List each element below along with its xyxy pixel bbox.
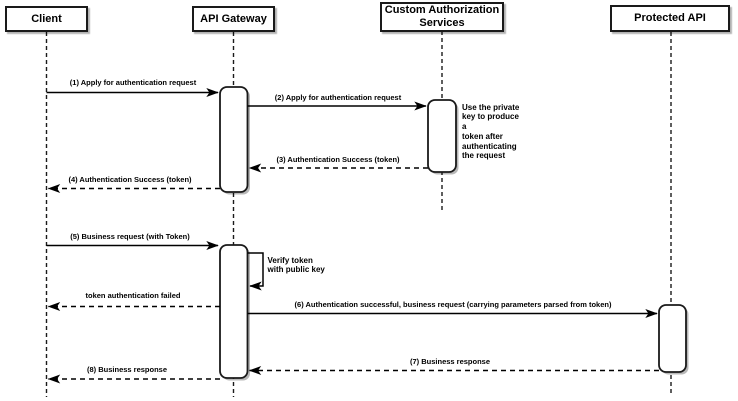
message-label-4: (4) Authentication Success (token) — [68, 175, 192, 184]
participant-client-label: Client — [31, 12, 62, 25]
activation-api-gateway-business — [219, 244, 249, 379]
participant-client: Client — [5, 6, 88, 32]
participant-protected-api: Protected API — [610, 5, 730, 32]
message-label-2: (2) Apply for authentication request — [274, 92, 402, 102]
message-label-6: (6) Authentication successful, business … — [294, 300, 612, 309]
message-label-token-failed: token authentication failed — [85, 291, 181, 300]
message-label-5: (5) Business request (with Token) — [70, 231, 190, 241]
activation-api-gateway-auth — [219, 86, 249, 193]
message-label-3: (3) Authentication Success (token) — [276, 154, 400, 164]
activation-protected-api — [658, 304, 687, 373]
participant-api-gateway: API Gateway — [192, 6, 275, 32]
note-private-key: Use the private key to produce a token a… — [462, 102, 520, 161]
participant-custom-authorization-services-label: Custom Authorization Services — [384, 4, 500, 29]
participant-custom-authorization-services: Custom Authorization Services — [380, 2, 504, 32]
message-label-8: (8) Business response — [86, 365, 168, 374]
self-message-verify-token-loop — [247, 252, 264, 291]
participant-api-gateway-label: API Gateway — [200, 12, 267, 25]
message-label-7: (7) Business response — [409, 357, 491, 366]
self-message-verify-token-label: Verify token with public key — [267, 255, 325, 275]
participant-protected-api-label: Protected API — [634, 12, 706, 24]
activation-custom-authorization-services — [427, 99, 457, 173]
message-label-1: (1) Apply for authentication request — [69, 78, 197, 87]
